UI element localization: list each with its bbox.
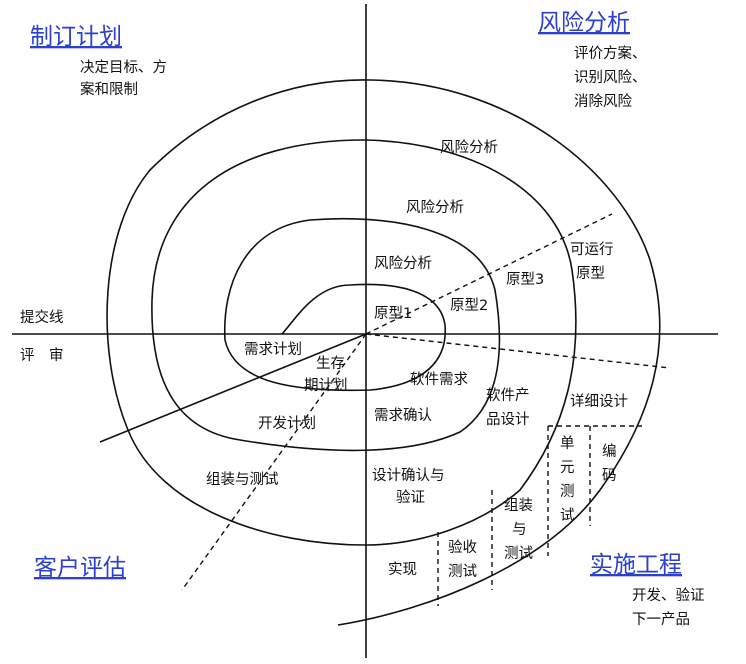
software-requirements: 软件需求 xyxy=(410,371,468,388)
coding-1: 编 xyxy=(602,443,617,460)
design-validation-1: 设计确认与 xyxy=(372,467,445,484)
risk-desc-3: 消除风险 xyxy=(574,93,632,110)
implementation: 实现 xyxy=(388,561,417,578)
risk-label-middle: 风险分析 xyxy=(406,199,464,216)
engineering-title: 实施工程 xyxy=(590,552,682,578)
development-plan: 开发计划 xyxy=(258,415,316,432)
acceptance-test-1: 验收 xyxy=(448,539,477,556)
review-line xyxy=(99,333,367,443)
prototype-3: 原型3 xyxy=(506,271,544,288)
review-label: 评 审 xyxy=(20,347,64,364)
risk-desc-1: 评价方案、 xyxy=(574,44,647,62)
detailed-design: 详细设计 xyxy=(570,393,628,410)
customer-title: 客户评估 xyxy=(34,555,126,581)
runnable-prototype-2: 原型 xyxy=(576,265,605,282)
product-design-2: 品设计 xyxy=(486,411,530,428)
requirements-plan: 需求计划 xyxy=(244,341,302,358)
prototype-1: 原型1 xyxy=(374,305,412,322)
design-validation-2: 验证 xyxy=(396,489,425,506)
plan-desc-1: 决定目标、方 xyxy=(80,59,167,76)
design-dash-line xyxy=(365,333,671,369)
coding-2: 码 xyxy=(602,467,617,484)
lifecycle-plan-2: 期计划 xyxy=(304,377,348,394)
prototype-dash-line xyxy=(365,213,613,335)
integration-test-2: 与 xyxy=(512,521,527,538)
unit-test-1: 单 xyxy=(560,435,575,452)
requirements-validation: 需求确认 xyxy=(374,407,432,424)
acceptance-test-2: 测试 xyxy=(448,563,477,580)
risk-label-inner: 风险分析 xyxy=(374,255,432,272)
unit-test-3: 测 xyxy=(560,483,575,500)
risk-desc-2: 识别风险、 xyxy=(574,69,647,86)
unit-test-4: 试 xyxy=(560,507,575,524)
plan-desc-2: 案和限制 xyxy=(80,80,138,98)
integration-test-3: 测试 xyxy=(504,545,533,562)
unit-test-2: 元 xyxy=(560,460,575,476)
customer-dash-line xyxy=(181,333,367,591)
prototype-2: 原型2 xyxy=(450,297,488,314)
submit-line-label: 提交线 xyxy=(20,308,64,326)
risk-label-outer: 风险分析 xyxy=(440,139,498,156)
engineering-desc-1: 开发、验证 xyxy=(632,587,705,604)
plan-title: 制订计划 xyxy=(30,24,122,50)
runnable-prototype-1: 可运行 xyxy=(570,241,614,258)
risk-title: 风险分析 xyxy=(538,10,630,36)
spiral-curve xyxy=(106,79,661,626)
lifecycle-plan-1: 生存 xyxy=(316,355,345,372)
product-design-1: 软件产 xyxy=(486,387,530,404)
integration-test-plan: 组装与测试 xyxy=(206,471,279,488)
engineering-desc-2: 下一产品 xyxy=(632,611,690,628)
integration-test-1: 组装 xyxy=(504,497,533,514)
